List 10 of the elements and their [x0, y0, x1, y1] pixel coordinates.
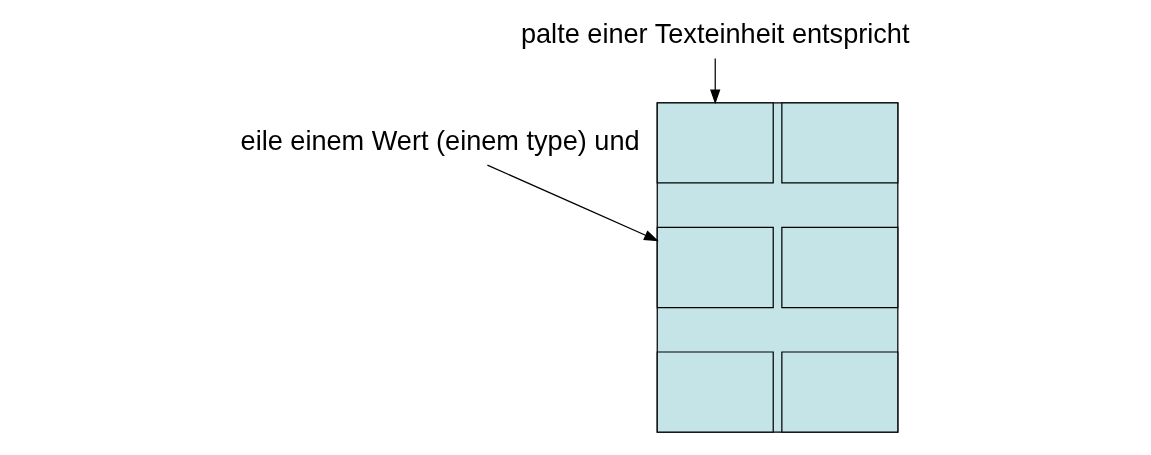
node-box — [781, 350, 899, 433]
arrow — [710, 57, 721, 104]
node-box — [656, 226, 774, 308]
arrow — [486, 164, 659, 241]
node-text: eile einem Wert (einem type) und — [240, 124, 640, 156]
node-box — [781, 101, 899, 184]
node-box — [656, 101, 774, 184]
node-text: palte einer Texteinheit entspricht — [520, 17, 910, 49]
node-box — [656, 350, 774, 433]
node-box — [781, 226, 899, 308]
